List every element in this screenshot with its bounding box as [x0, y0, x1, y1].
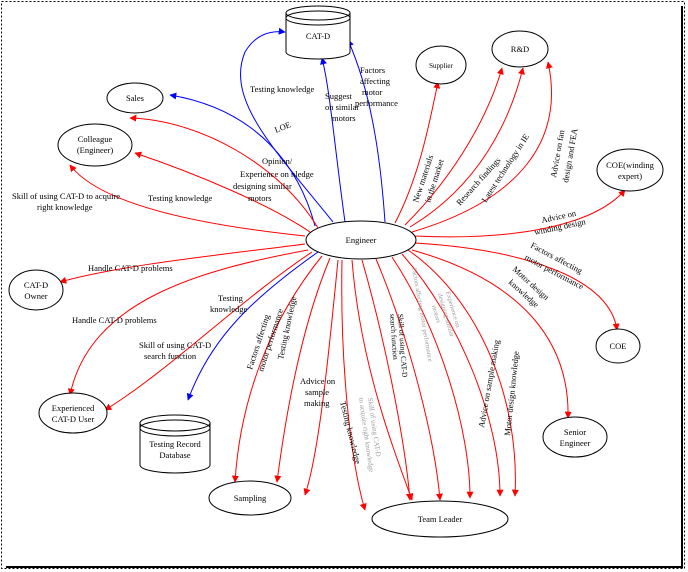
node-rd: [491, 30, 549, 68]
edge-testing-teamleader: [341, 259, 367, 511]
node-senior-engineer: [542, 416, 608, 458]
edge-label-testing-db-2: knowledge: [210, 304, 248, 314]
edge-label-skill-search-2: search function: [144, 351, 197, 361]
label-cat-d-owner-1: CAT-D: [24, 280, 48, 290]
edge-label-factors-top-2: affecting: [360, 76, 391, 86]
edge-label-testing-knowledge-top: Testing knowledge: [250, 84, 315, 94]
label-colleague-1: Colleague: [78, 134, 113, 144]
edge-label-faint-experience-3: motors: [430, 305, 442, 325]
label-team-leader: Team Leader: [418, 514, 463, 524]
edge-factors-catd: [347, 39, 386, 223]
label-engineer: Engineer: [346, 235, 377, 245]
edge-suggest-catd: [320, 57, 346, 223]
edge-label-opinion-3: designing similar: [233, 181, 292, 191]
edge-label-advice-sample-tl: Advice on sample making: [476, 338, 501, 428]
edge-label-suggest-3: motors: [332, 113, 356, 123]
label-experienced-user-2: CAT-D User: [52, 414, 95, 424]
label-sales: Sales: [126, 93, 144, 103]
edge-handle-owner: [59, 243, 306, 284]
label-sampling: Sampling: [234, 493, 267, 503]
edge-label-skill-search-tl-2: search function: [388, 314, 400, 361]
edge-latest-rd: [409, 67, 525, 228]
edge-motor-design-teamleader: [407, 249, 519, 497]
edge-label-advice-sample-1: Advice on: [300, 376, 336, 386]
edge-label-opinion-4: motors: [248, 193, 272, 203]
edge-label-advice-sample-2: sample: [305, 387, 329, 397]
edge-advice-sample-teamleader: [401, 253, 504, 497]
label-testing-record-2: Database: [159, 450, 190, 460]
node-engineer: [305, 220, 417, 260]
edge-label-skill-search-1: Skill of using CAT-D: [139, 340, 211, 350]
node-coe: [595, 328, 641, 364]
edge-label-factors-top-3: motor: [362, 87, 382, 97]
edge-testing-sampling: [274, 257, 331, 483]
label-senior-engineer-2: Engineer: [560, 438, 591, 448]
edge-factors-sampling: [231, 255, 323, 483]
edge-label-advice-sample-3: making: [304, 398, 330, 408]
label-coe-winding-1: COE(winding: [606, 160, 654, 170]
label-rd: R&D: [511, 44, 529, 54]
edge-label-testing-colleague: Testing knowledge: [148, 193, 213, 203]
edge-faint-experience-teamleader: [391, 256, 474, 499]
edge-testing-knowledge-catd: [240, 27, 334, 223]
edge-label-motor-design-tl: Motor design knowledge: [502, 350, 521, 436]
node-sampling: [208, 480, 292, 516]
node-sales: [106, 82, 164, 114]
edge-advice-sampling: [303, 259, 339, 496]
edge-loe-sales: [169, 92, 316, 227]
edge-supplier: [394, 81, 441, 224]
edge-label-faint-factors: Factors affecting motor performance: [410, 267, 433, 362]
edge-research-rd: [404, 67, 504, 226]
edge-label-factors-top-4: performance: [355, 98, 398, 108]
edge-label-suggest-2: on similar: [325, 102, 359, 112]
edge-skill-search-user: [104, 251, 313, 411]
edge-label-handle-user: Handle CAT-D problems: [72, 315, 157, 325]
label-coe-winding-2: expert): [618, 171, 642, 181]
label-testing-record-1: Testing Record: [149, 439, 201, 449]
edge-label-skill-search-tl-1: Skill of using CAT-D: [396, 314, 409, 379]
edge-label-loe: LOE: [273, 119, 292, 134]
label-supplier: Supplier: [429, 62, 453, 70]
node-cat-d-owner: [8, 269, 64, 311]
edge-label-factors-top-1: Factors: [360, 65, 385, 75]
node-coe-winding: [596, 148, 664, 192]
label-cat-d: CAT-D: [306, 31, 330, 41]
edge-motor-senior: [411, 249, 572, 419]
label-cat-d-owner-2: Owner: [24, 291, 47, 301]
edge-label-handle-owner: Handle CAT-D problems: [88, 263, 173, 273]
label-colleague-2: (Engineer): [77, 145, 114, 155]
edge-opinion-colleague: [129, 114, 319, 229]
edge-label-opinion-1: Opinion/: [262, 156, 293, 166]
node-supplier: [415, 45, 467, 85]
label-experienced-user-1: Experienced: [52, 403, 95, 413]
node-colleague: [57, 123, 133, 167]
edge-testing-database: [186, 251, 319, 401]
edge-skill-search-teamleader: [361, 259, 413, 501]
node-team-leader: [371, 500, 509, 538]
label-coe: COE: [610, 341, 627, 351]
label-senior-engineer-1: Senior: [564, 427, 586, 437]
node-experienced-user: [38, 392, 108, 434]
edge-label-skill-acquire-2: right knowledge: [37, 202, 93, 212]
edge-faint-skill-teamleader: [351, 259, 414, 501]
edge-label-skill-acquire-1: Skill of using CAT-D to acquire: [12, 191, 120, 201]
edge-label-testing-db-1: Testing: [218, 293, 244, 303]
edge-winding-coe: [414, 189, 626, 238]
node-testing-record-database: [139, 414, 211, 474]
edge-faint-factors-teamleader: [375, 258, 443, 501]
edge-testing-colleague: [134, 151, 311, 233]
edge-factors-coe: [414, 242, 620, 331]
edge-handle-user: [67, 249, 309, 396]
edge-label-opinion-2: Experience on nledge: [240, 169, 314, 179]
node-cat-d: [285, 5, 351, 60]
edge-label-suggest-1: Suggest: [325, 91, 353, 101]
edge-fea-rd: [411, 61, 553, 233]
edge-skill-colleague: [69, 164, 306, 237]
